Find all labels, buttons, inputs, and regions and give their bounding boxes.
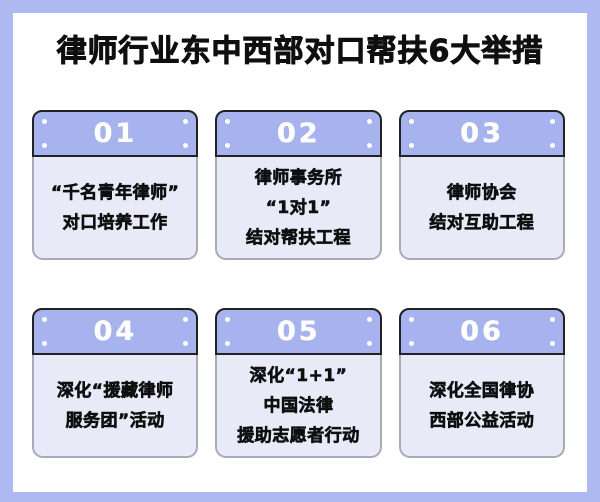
pin-dot-icon xyxy=(183,143,189,148)
pin-dot-icon xyxy=(549,317,555,322)
pin-dot-icon xyxy=(408,341,414,346)
card-number: 06 xyxy=(460,316,504,347)
card-header: 05 xyxy=(215,308,382,355)
pin-dot-icon xyxy=(366,317,372,322)
card-body: “千名青年律师” 对口培养工作 xyxy=(32,157,199,260)
card-number: 03 xyxy=(460,118,504,149)
card-number: 04 xyxy=(93,316,137,347)
card-header: 04 xyxy=(32,308,199,355)
card-body: 律师事务所 “1对1” 结对帮扶工程 xyxy=(215,157,382,260)
pin-dot-icon xyxy=(408,317,414,322)
card-header: 02 xyxy=(215,110,382,157)
card-text-line: 深化“援藏律师 xyxy=(56,380,174,401)
pin-dot-icon xyxy=(366,119,372,124)
card-04: 04 深化“援藏律师 服务团”活动 xyxy=(32,308,199,458)
pin-dot-icon xyxy=(42,143,47,148)
pin-dot-icon xyxy=(408,143,414,148)
card-text-line: 中国法律 xyxy=(263,395,334,416)
card-text-line: 深化全国律协 xyxy=(429,380,535,401)
card-text-line: 西部公益活动 xyxy=(429,410,535,431)
card-body: 律师协会 结对互助工程 xyxy=(398,157,565,260)
pin-dot-icon xyxy=(225,317,231,322)
card-number: 05 xyxy=(276,316,321,347)
pin-dot-icon xyxy=(366,341,372,346)
card-05: 05 深化“1+1” 中国法律 援助志愿者行动 xyxy=(215,308,382,458)
card-text-line: 深化“1+1” xyxy=(249,365,348,386)
pin-dot-icon xyxy=(183,341,189,346)
card-header: 06 xyxy=(398,308,565,355)
card-body: 深化全国律协 西部公益活动 xyxy=(398,355,565,458)
pin-dot-icon xyxy=(42,341,47,346)
pin-dot-icon xyxy=(549,143,555,148)
card-text-line: 援助志愿者行动 xyxy=(237,425,360,446)
pin-dot-icon xyxy=(408,119,414,124)
card-body: 深化“1+1” 中国法律 援助志愿者行动 xyxy=(215,355,382,458)
pin-dot-icon xyxy=(183,119,189,124)
card-text-line: 结对互助工程 xyxy=(429,212,535,233)
card-body: 深化“援藏律师 服务团”活动 xyxy=(32,355,199,458)
pin-dot-icon xyxy=(549,119,555,124)
pin-dot-icon xyxy=(225,341,231,346)
card-text-line: “千名青年律师” xyxy=(50,182,180,203)
pin-dot-icon xyxy=(366,143,372,148)
cards-grid: 01 “千名青年律师” 对口培养工作 02 律师事务所 xyxy=(32,110,565,458)
pin-dot-icon xyxy=(549,341,555,346)
card-number: 02 xyxy=(276,118,321,149)
pin-dot-icon xyxy=(42,119,47,124)
card-header: 03 xyxy=(398,110,565,157)
card-text-line: 律师协会 xyxy=(446,182,517,203)
page-title: 律师行业东中西部对口帮扶6大举措 xyxy=(56,34,544,70)
pin-dot-icon xyxy=(42,317,47,322)
pin-dot-icon xyxy=(183,317,189,322)
card-text-line: 对口培养工作 xyxy=(62,212,168,233)
content-area: 律师行业东中西部对口帮扶6大举措 01 “千名青年律师” 对口培养工作 xyxy=(13,13,587,492)
card-02: 02 律师事务所 “1对1” 结对帮扶工程 xyxy=(215,110,382,260)
card-text-line: 结对帮扶工程 xyxy=(245,227,351,248)
pin-dot-icon xyxy=(225,119,231,124)
card-06: 06 深化全国律协 西部公益活动 xyxy=(398,308,565,458)
card-03: 03 律师协会 结对互助工程 xyxy=(398,110,565,260)
pin-dot-icon xyxy=(225,143,231,148)
card-text-line: “1对1” xyxy=(265,197,332,218)
card-text-line: 服务团”活动 xyxy=(65,410,165,431)
card-text-line: 律师事务所 xyxy=(254,167,343,188)
card-header: 01 xyxy=(32,110,199,157)
card-01: 01 “千名青年律师” 对口培养工作 xyxy=(32,110,199,260)
card-number: 01 xyxy=(93,118,137,149)
